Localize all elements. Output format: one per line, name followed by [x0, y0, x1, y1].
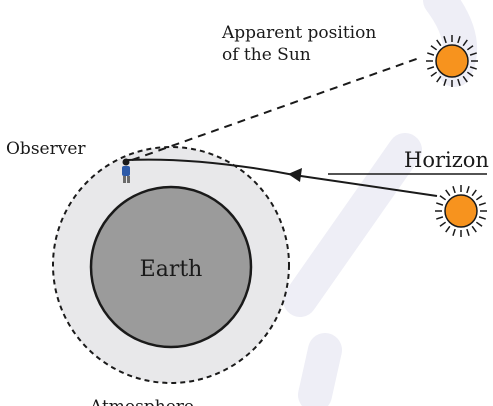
- sun-ray: [436, 216, 444, 220]
- sun-ray: [469, 52, 477, 56]
- sun-ray: [445, 225, 451, 233]
- horizon-label: Horizon: [404, 148, 489, 172]
- sun-ray: [436, 202, 444, 206]
- refracted-light-ray: [126, 158, 438, 197]
- sun-ray: [443, 78, 447, 86]
- sun-ray: [452, 228, 456, 236]
- sun-ray: [466, 45, 474, 51]
- real-sun-icon: [435, 185, 487, 237]
- sun-ray: [452, 186, 456, 194]
- sun-ray: [466, 228, 470, 236]
- sun-ray: [478, 216, 486, 220]
- sun-ray: [469, 66, 477, 70]
- earth-circle: [89, 185, 253, 349]
- sun-ray: [471, 189, 477, 197]
- sun-ray: [427, 66, 435, 70]
- sun-ray: [475, 195, 483, 201]
- sun-ray: [462, 75, 468, 83]
- sun-ray: [478, 202, 486, 206]
- apparent-position-label-line1: Apparent position: [221, 23, 376, 43]
- sun-ray: [436, 39, 442, 47]
- apparent-position-label-line2: of the Sun: [222, 45, 311, 65]
- ray-arrowhead: [288, 168, 302, 182]
- observer-label: Observer: [6, 139, 86, 159]
- sun-ray: [475, 221, 483, 227]
- sun-ray: [471, 225, 477, 233]
- apparent-sun-icon: [426, 35, 478, 87]
- sun-ray: [427, 52, 435, 56]
- observer-icon: [122, 158, 130, 183]
- sun-ray: [457, 78, 461, 86]
- sun-ray: [439, 195, 447, 201]
- sun-ray: [445, 189, 451, 197]
- atmosphere-label: Atmosphere: [89, 397, 194, 406]
- sun-ray: [439, 221, 447, 227]
- earth-label: Earth: [140, 257, 203, 282]
- sun-ray: [443, 36, 447, 44]
- sun-ray: [466, 71, 474, 77]
- sun-ray: [436, 75, 442, 83]
- sun-ray: [462, 39, 468, 47]
- apparent-direction-line: [131, 56, 423, 161]
- sun-ray: [430, 45, 438, 51]
- sun-ray: [466, 186, 470, 194]
- sun-ray: [430, 71, 438, 77]
- sun-ray: [457, 36, 461, 44]
